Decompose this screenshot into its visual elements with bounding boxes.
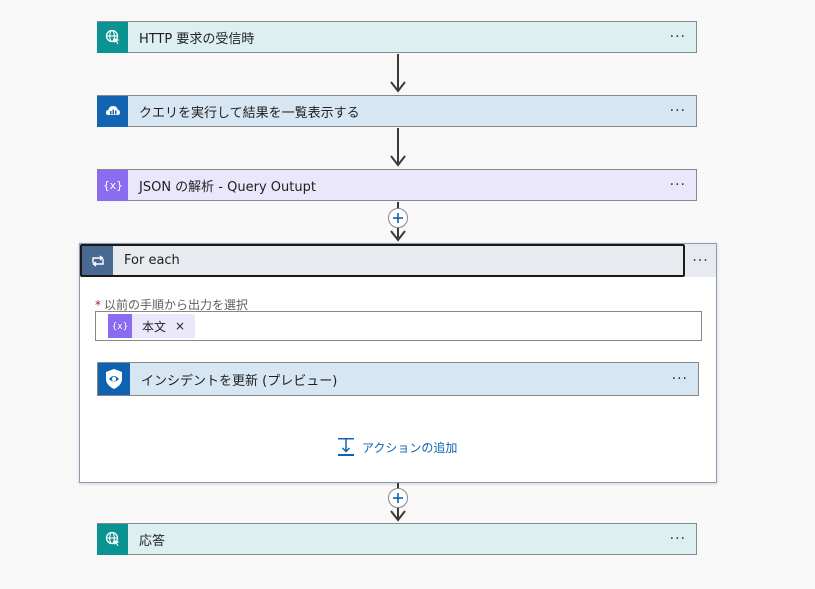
add-action-icon (338, 438, 354, 456)
braces-icon: {x} (108, 314, 132, 338)
step-title: インシデントを更新 (プレビュー) (141, 370, 337, 389)
more-options-button[interactable]: ··· (669, 29, 686, 45)
token-remove-button[interactable]: × (175, 319, 186, 333)
arrow-down-icon (390, 230, 406, 242)
insert-step-button[interactable] (388, 208, 408, 228)
more-options-button[interactable]: ··· (669, 177, 686, 193)
dynamic-content-token[interactable]: {x} 本文 × (108, 314, 196, 338)
add-action-label: アクションの追加 (362, 440, 458, 455)
foreach-output-input[interactable]: {x} 本文 × (95, 311, 702, 341)
plus-icon (393, 213, 403, 223)
foreach-container: For each ··· *以前の手順から出力を選択 {x} 本文 × インシデ… (79, 243, 717, 483)
arrow-down-icon (390, 81, 406, 93)
action-title: インシデントを更新 (141, 373, 259, 389)
svg-text:{x}: {x} (104, 179, 122, 192)
data-explorer-icon (97, 95, 128, 127)
more-options-button[interactable]: ··· (671, 371, 688, 387)
more-options-button[interactable]: ··· (685, 244, 716, 277)
arrow-down-icon (390, 155, 406, 167)
globe-cursor-icon (97, 21, 128, 53)
required-marker: * (95, 298, 101, 312)
step-parse-json[interactable]: {x} JSON の解析 - Query Outupt ··· (97, 169, 697, 201)
step-http-request[interactable]: HTTP 要求の受信時 ··· (97, 21, 697, 53)
plus-icon (393, 493, 403, 503)
arrow-down-icon (390, 510, 406, 522)
step-title: HTTP 要求の受信時 (139, 31, 255, 47)
braces-icon: {x} (97, 169, 128, 201)
sentinel-shield-icon (98, 363, 130, 395)
step-title: JSON の解析 - Query Outupt (139, 179, 316, 195)
connector-line (397, 54, 399, 90)
connector-line (397, 128, 399, 164)
token-label: 本文 (142, 319, 167, 334)
loop-icon (82, 246, 113, 275)
more-options-button[interactable]: ··· (669, 531, 686, 547)
add-action-button[interactable]: アクションの追加 (336, 437, 457, 457)
foreach-title: For each (124, 253, 180, 268)
field-label: *以前の手順から出力を選択 (95, 296, 248, 313)
insert-step-button[interactable] (388, 488, 408, 508)
step-title: 応答 (139, 533, 166, 549)
step-update-incident[interactable]: インシデントを更新 (プレビュー) ··· (97, 362, 699, 396)
field-label-text: 以前の手順から出力を選択 (104, 298, 249, 312)
step-response[interactable]: 応答 ··· (97, 523, 697, 555)
step-run-query[interactable]: クエリを実行して結果を一覧表示する ··· (97, 95, 697, 127)
foreach-header[interactable]: For each (80, 244, 685, 277)
globe-cursor-icon (97, 523, 128, 555)
svg-text:{x}: {x} (112, 322, 128, 332)
preview-label: (プレビュー) (262, 373, 338, 389)
step-title: クエリを実行して結果を一覧表示する (139, 105, 360, 121)
more-options-button[interactable]: ··· (669, 103, 686, 119)
